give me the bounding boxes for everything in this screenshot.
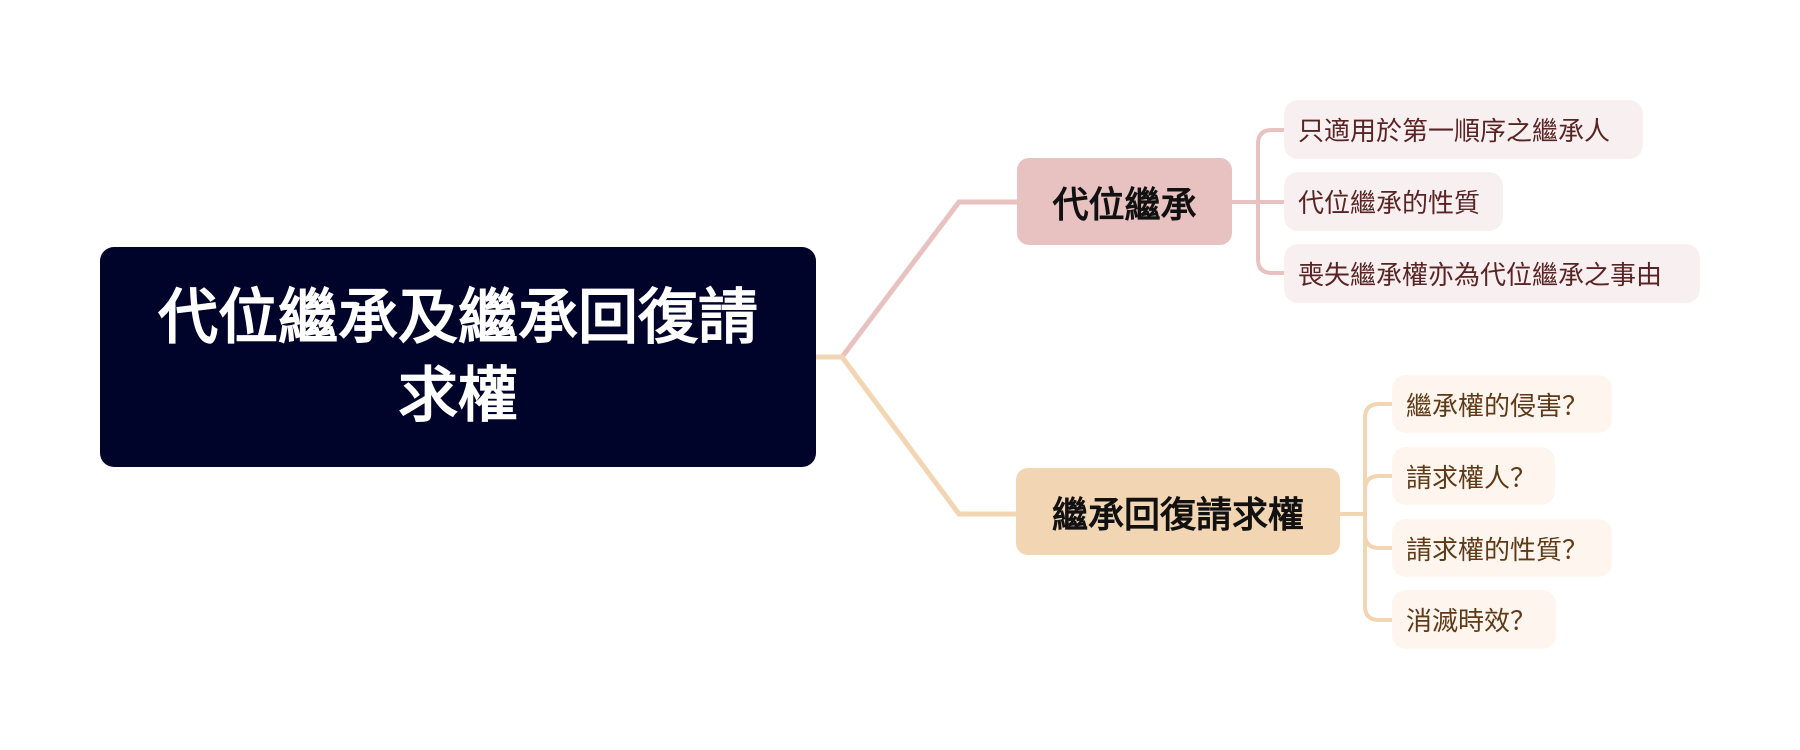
subtopic[interactable]: 喪失繼承權亦為代位繼承之事由 — [1284, 244, 1700, 303]
subtopic[interactable]: 繼承權的侵害？ — [1392, 375, 1612, 433]
link-root-branch2 — [816, 354, 1016, 517]
link-branch2-spine — [1363, 402, 1392, 622]
subtopic-label: 代位繼承的性質 — [1298, 189, 1481, 219]
link-branch1-leaf1 — [1256, 128, 1284, 202]
subtopic[interactable]: 消滅時效？ — [1392, 590, 1556, 649]
branch-label: 代位繼承 — [1052, 184, 1197, 226]
branch-topic-representation[interactable]: 代位繼承 — [1017, 158, 1232, 245]
link-root-branch1 — [816, 199, 1017, 360]
link-branch1-leaf3 — [1256, 202, 1284, 275]
link-branch2-leaf3 — [1363, 533, 1392, 550]
subtopic[interactable]: 代位繼承的性質 — [1284, 172, 1503, 231]
subtopic-label: 喪失繼承權亦為代位繼承之事由 — [1298, 261, 1663, 291]
subtopic-label: 消滅時效？ — [1406, 607, 1537, 637]
subtopic-label: 請求權人？ — [1406, 463, 1537, 494]
root-topic[interactable]: 代位繼承及繼承回復請求權 — [100, 247, 816, 467]
link-branch2-leaf2 — [1363, 474, 1392, 491]
root-topic-label: 代位繼承及繼承回復請求權 — [158, 283, 758, 431]
subtopic[interactable]: 請求權的性質？ — [1392, 519, 1612, 577]
subtopic-label: 繼承權的侵害？ — [1406, 391, 1589, 422]
branch-topic-recovery-claim[interactable]: 繼承回復請求權 — [1016, 468, 1340, 555]
subtopic[interactable]: 只適用於第一順序之繼承人 — [1284, 100, 1643, 159]
subtopic-label: 只適用於第一順序之繼承人 — [1298, 117, 1611, 147]
subtopic[interactable]: 請求權人？ — [1392, 447, 1555, 505]
branch-label: 繼承回復請求權 — [1051, 494, 1304, 536]
subtopic-label: 請求權的性質？ — [1406, 535, 1589, 566]
